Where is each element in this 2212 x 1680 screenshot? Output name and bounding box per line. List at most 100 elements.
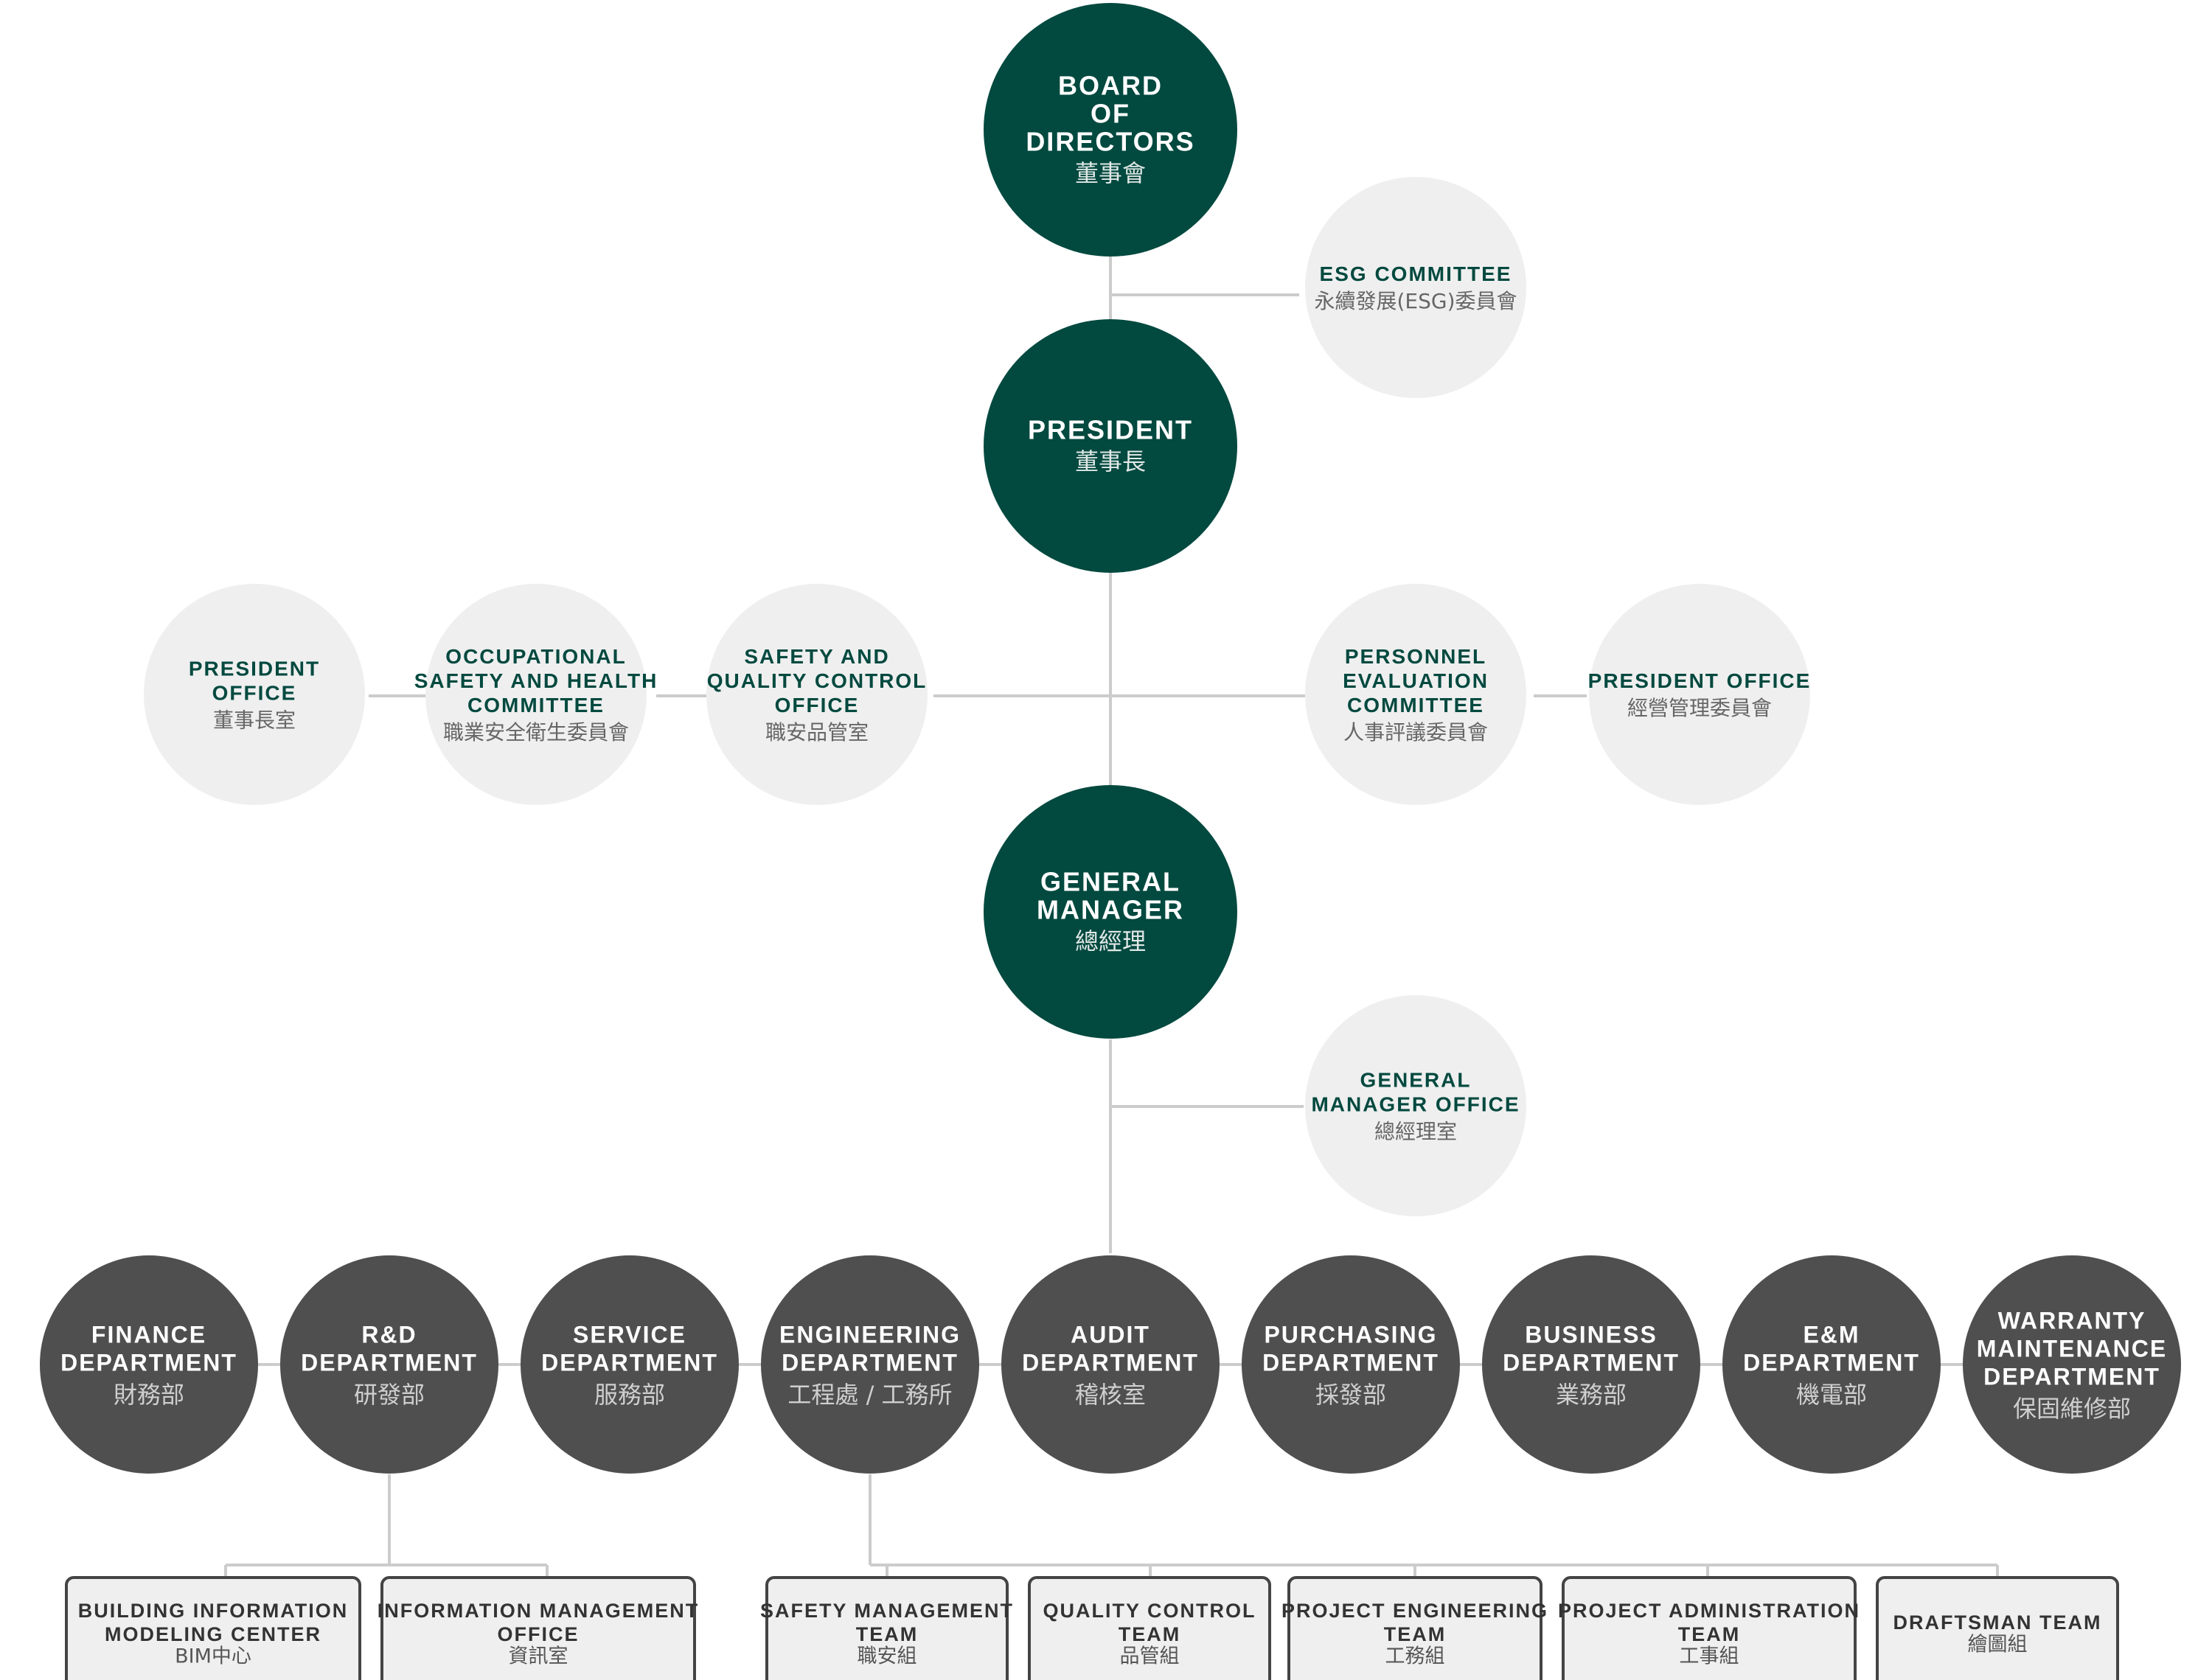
node-circle xyxy=(425,584,647,805)
node-label-line: MODELING CENTER xyxy=(105,1623,321,1645)
node-label-line: TEAM xyxy=(1119,1623,1181,1645)
node-label-line: TEAM xyxy=(856,1623,919,1645)
node-subtitle: 總經理室 xyxy=(1374,1120,1457,1144)
node-label-line: ESG COMMITTEE xyxy=(1320,262,1512,285)
node-label-line: R&D xyxy=(361,1322,417,1348)
node-label-line: DEPARTMENT xyxy=(1983,1364,2160,1390)
esg-committee-node: ESG COMMITTEE 永續發展(ESG)委員會 xyxy=(1305,177,1526,398)
node-subtitle: 工程處 / 工務所 xyxy=(787,1381,952,1409)
node-subtitle: 經營管理委員會 xyxy=(1627,696,1772,720)
node-label-line: DEPARTMENT xyxy=(60,1350,237,1376)
node-label-line: SAFETY AND xyxy=(744,645,889,668)
node-circle xyxy=(280,1255,498,1474)
node-subtitle: 總經理 xyxy=(1075,927,1146,955)
node-label-line: DEPARTMENT xyxy=(1503,1350,1680,1376)
node-circle xyxy=(521,1255,739,1474)
node-subtitle: 工務組 xyxy=(1385,1645,1445,1667)
team-box xyxy=(1287,1576,1543,1680)
node-circle xyxy=(1242,1255,1460,1474)
node-circle xyxy=(1963,1255,2181,1474)
team-box xyxy=(1028,1576,1271,1680)
node-label-line: SERVICE xyxy=(573,1322,686,1348)
node-label-line: DEPARTMENT xyxy=(1022,1350,1199,1376)
node-subtitle: 機電部 xyxy=(1796,1381,1867,1409)
node-label-line: PROJECT ENGINEERING xyxy=(1281,1600,1548,1622)
team-box xyxy=(1562,1576,1857,1680)
node-label-line: QUALITY CONTROL xyxy=(707,669,928,692)
node-subtitle: 人事評議委員會 xyxy=(1343,720,1488,745)
node-label-line: SAFETY MANAGEMENT xyxy=(760,1600,1014,1622)
node-label-line: DEPARTMENT xyxy=(1262,1350,1439,1376)
node-label-line: COMMITTEE xyxy=(1347,694,1484,717)
node-subtitle: 工事組 xyxy=(1680,1645,1739,1667)
node-label-line: E&M xyxy=(1803,1322,1860,1348)
node-label-line: PERSONNEL xyxy=(1345,645,1486,668)
node-circle xyxy=(1001,1255,1220,1474)
node-circle xyxy=(1482,1255,1700,1474)
node-subtitle: 服務部 xyxy=(594,1381,665,1409)
node-label-line: QUALITY CONTROL xyxy=(1043,1600,1256,1622)
node-label-line: AUDIT xyxy=(1071,1322,1150,1348)
node-label-line: OFFICE xyxy=(775,694,860,717)
connector-lines xyxy=(224,251,1999,1578)
node-circle xyxy=(40,1255,258,1474)
node-label-line: MAINTENANCE xyxy=(1977,1336,2167,1362)
node-subtitle: 財務部 xyxy=(114,1381,184,1409)
node-label-line: WARRANTY xyxy=(1998,1308,2146,1334)
node-circle xyxy=(984,319,1237,573)
node-circle xyxy=(984,785,1237,1039)
team-box xyxy=(65,1576,361,1680)
node-label-line: MANAGER OFFICE xyxy=(1311,1093,1520,1116)
node-label-line: BUSINESS xyxy=(1525,1322,1658,1348)
node-label-line: PROJECT ADMINISTRATION xyxy=(1558,1600,1860,1622)
node-subtitle: 保固維修部 xyxy=(2013,1395,2131,1423)
node-subtitle: 董事會 xyxy=(1075,159,1146,187)
node-subtitle: 永續發展(ESG)委員會 xyxy=(1314,289,1517,313)
node-label-line: SAFETY AND HEALTH xyxy=(414,669,658,692)
node-label-line: DEPARTMENT xyxy=(301,1350,478,1376)
node-circle xyxy=(1305,584,1526,805)
node-label-line: DIRECTORS xyxy=(1026,127,1194,157)
node-circle xyxy=(706,584,928,805)
node-label-line: PRESIDENT OFFICE xyxy=(1588,669,1812,692)
node-circle xyxy=(1589,584,1810,805)
node-label-line: MANAGER xyxy=(1037,895,1184,925)
node-subtitle: 研發部 xyxy=(354,1381,425,1409)
team-box xyxy=(765,1576,1009,1680)
node-subtitle: 職安組 xyxy=(858,1645,917,1667)
node-label-line: PRESIDENT xyxy=(189,658,320,680)
node-label-line: DRAFTSMAN TEAM xyxy=(1893,1611,2102,1634)
node-label-line: ENGINEERING xyxy=(779,1322,961,1348)
node-label-line: PURCHASING xyxy=(1264,1322,1437,1348)
node-label-line: GENERAL xyxy=(1040,867,1180,897)
node-subtitle: 資訊室 xyxy=(509,1645,568,1667)
node-subtitle: 董事長室 xyxy=(213,708,296,733)
node-label-line: INFORMATION MANAGEMENT xyxy=(378,1600,699,1622)
node-circle xyxy=(984,3,1237,257)
node-circle xyxy=(1722,1255,1941,1474)
node-label-line: GENERAL xyxy=(1360,1069,1472,1092)
node-subtitle: 職業安全衛生委員會 xyxy=(443,720,629,745)
node-label-line: DEPARTMENT xyxy=(782,1350,959,1376)
node-label-line: COMMITTEE xyxy=(467,694,605,717)
president-office-right-node: PRESIDENT OFFICE 經營管理委員會 xyxy=(1588,584,1812,805)
node-label-line: DEPARTMENT xyxy=(541,1350,718,1376)
node-subtitle: 品管組 xyxy=(1120,1645,1180,1667)
node-label-line: BUILDING INFORMATION xyxy=(78,1600,348,1622)
